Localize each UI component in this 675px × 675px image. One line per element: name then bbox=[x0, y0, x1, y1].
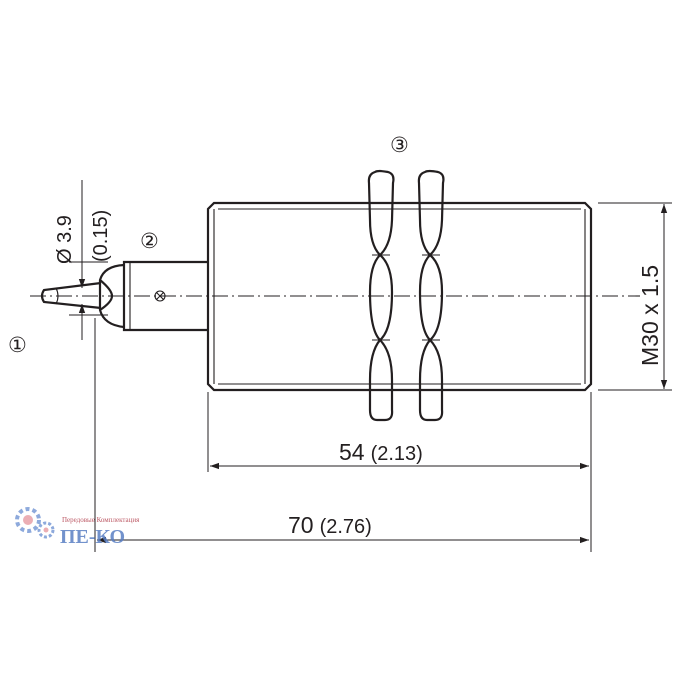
company-watermark: Передовые Комплектация ПЕ-КО bbox=[15, 507, 140, 548]
sensor-housing bbox=[206, 201, 593, 392]
cable bbox=[40, 281, 102, 310]
cable-gland bbox=[98, 260, 208, 332]
cable-diameter-label: Ø 3.9 bbox=[54, 215, 76, 264]
callout-1: ① bbox=[8, 334, 27, 357]
lock-nuts bbox=[367, 169, 445, 422]
thread-label: M30 x 1.5 bbox=[637, 265, 663, 366]
watermark-name: ПЕ-КО bbox=[60, 526, 125, 548]
watermark-tagline: Передовые Комплектация bbox=[62, 516, 140, 524]
cable-diameter-dimension: Ø 3.9 (0.15) bbox=[54, 180, 112, 340]
gear-logo-icon bbox=[15, 507, 55, 539]
led-indicator-icon bbox=[154, 290, 166, 302]
thread-dimension: M30 x 1.5 bbox=[598, 202, 672, 391]
callout-3: ③ bbox=[390, 134, 409, 157]
callout-2: ② bbox=[140, 230, 159, 253]
cable-diameter-inch-label: (0.15) bbox=[90, 210, 112, 262]
body-length-label: 54(2.13) bbox=[339, 439, 423, 465]
total-length-label: 70(2.76) bbox=[288, 512, 372, 538]
length-dimensions: 54(2.13) 70(2.76) bbox=[94, 318, 592, 552]
